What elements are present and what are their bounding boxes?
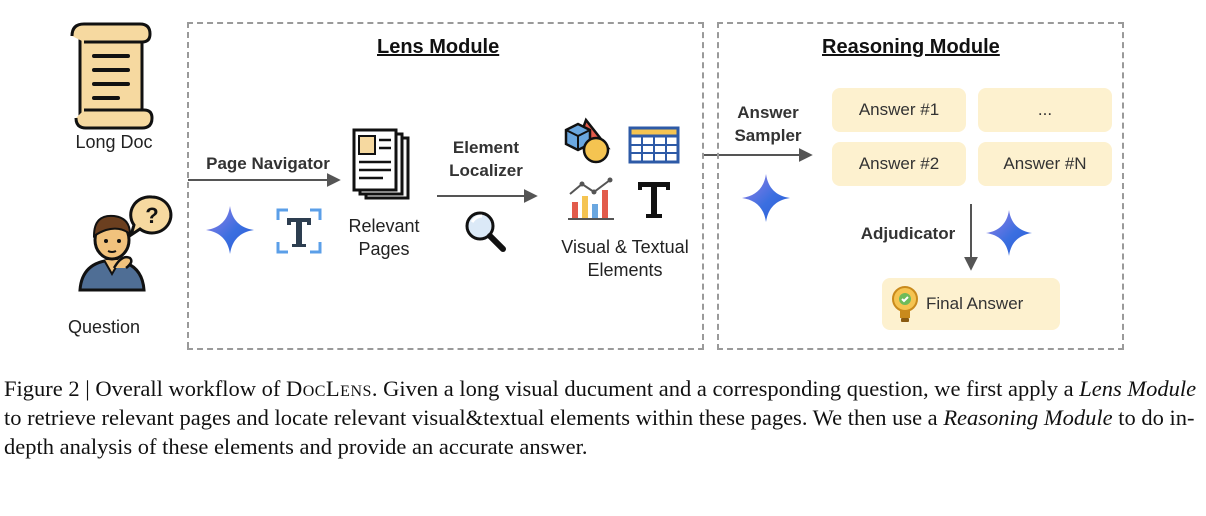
question-label: Question (67, 317, 141, 337)
magnifier-icon (465, 211, 506, 252)
page-navigator-label: Page Navigator (206, 154, 330, 173)
caption-model-name: DocLens (285, 376, 372, 401)
lens-module-panel (187, 22, 704, 350)
visual-textual-label-1: Visual & Textual (561, 237, 689, 257)
caption-figure-label: Figure 2 | Overall workflow of (4, 376, 286, 401)
long-doc-label: Long Doc (75, 132, 153, 152)
element-localizer-label-1: Element (452, 138, 520, 157)
caption-lens-module: Lens Module (1079, 376, 1197, 401)
caption-part-1: . Given a long visual ducument and a cor… (371, 376, 1080, 401)
answer-box-n: Answer #N (978, 142, 1112, 186)
adjudicator-label: Adjudicator (860, 224, 956, 243)
sparkle-icon (206, 206, 254, 254)
sparkle-icon (742, 174, 790, 222)
answer-sampler-label-2: Sampler (734, 126, 802, 145)
scroll-icon (70, 22, 154, 130)
figure-caption: Figure 2 | Overall workflow of DocLens. … (4, 374, 1202, 461)
svg-text:?: ? (145, 203, 158, 228)
lightbulb-icon (892, 286, 918, 322)
element-localizer-label-2: Localizer (449, 161, 523, 180)
answer-sampler-label-1: Answer (737, 103, 799, 122)
answer-box-2: Answer #2 (832, 142, 966, 186)
caption-part-3: to do in-depth analysis of these element… (4, 405, 1195, 459)
caption-part-2: to retrieve relevant pages and locate re… (4, 405, 944, 430)
text-scan-icon (276, 208, 322, 254)
reasoning-module-title: Reasoning Module (822, 36, 1000, 58)
answer-box-1: Answer #1 (832, 88, 966, 132)
question-bubble-icon: ? (128, 195, 173, 239)
bar-chart-icon (568, 177, 614, 220)
relevant-pages-label-1: Relevant (348, 216, 420, 236)
sparkle-icon (986, 210, 1032, 256)
final-answer-label: Final Answer (926, 294, 1024, 313)
reasoning-module-panel (717, 22, 1124, 350)
input-divider (187, 22, 189, 348)
shapes-icon (564, 117, 611, 164)
answer-box-ellipsis: ... (978, 88, 1112, 132)
lens-module-title: Lens Module (377, 36, 500, 58)
person-thinking-icon (78, 214, 146, 292)
caption-reasoning-module: Reasoning Module (943, 405, 1113, 430)
table-icon (628, 126, 680, 164)
final-answer-box: Final Answer (882, 278, 1060, 330)
relevant-pages-label-2: Pages (358, 239, 410, 259)
document-stack-icon (352, 128, 410, 200)
text-t-icon (638, 182, 670, 218)
visual-textual-label-2: Elements (587, 260, 663, 280)
